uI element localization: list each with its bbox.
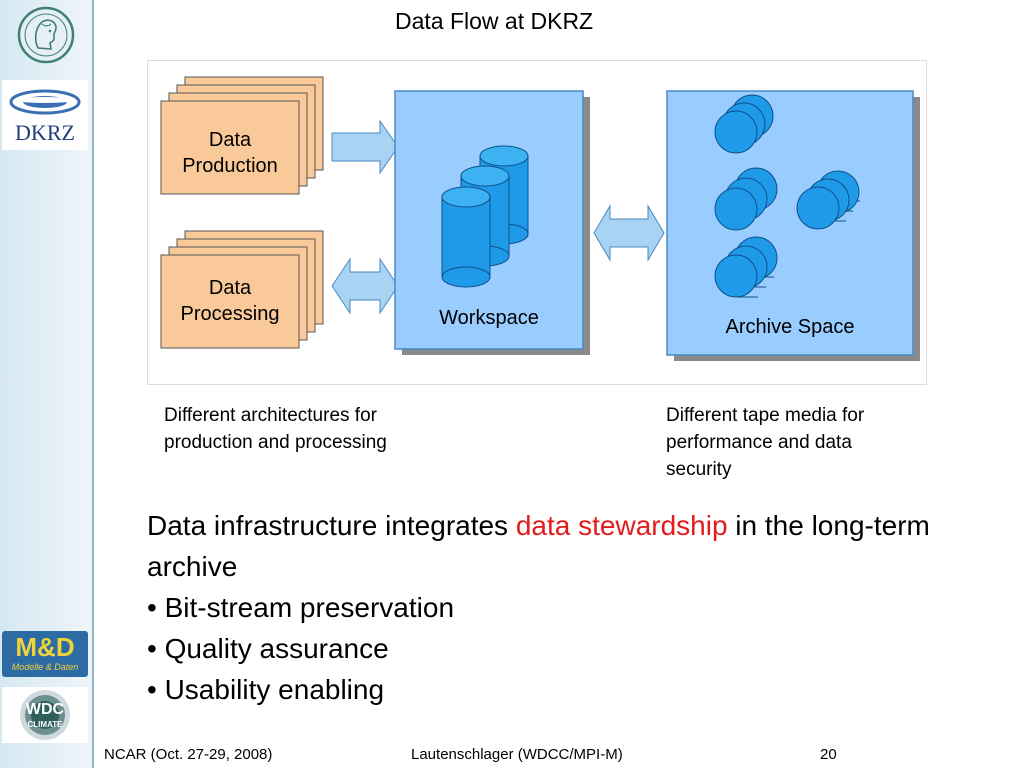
- archive-double-arrow: [593, 204, 665, 262]
- md-logo-subtext: Modelle & Daten: [11, 662, 79, 672]
- intro-paragraph: Data infrastructure integrates data stew…: [147, 505, 977, 587]
- data-processing-stack: [160, 230, 324, 349]
- left-caption-line2: production and processing: [164, 432, 387, 453]
- data-processing-line2: Processing: [180, 303, 280, 325]
- right-caption: Different tape media for performance and…: [666, 402, 864, 483]
- bullet-item: • Usability enabling: [147, 674, 385, 705]
- workspace-disk-cylinders: [441, 145, 529, 288]
- data-stewardship-highlight: data stewardship: [515, 510, 728, 541]
- workspace-label: Workspace: [439, 307, 539, 329]
- archive-panel: [666, 90, 914, 356]
- processing-arrow: [331, 257, 399, 315]
- data-production-line1: Data: [208, 129, 252, 151]
- tape-media-group-2: [714, 167, 778, 231]
- data-production-stack: [160, 76, 324, 195]
- data-flow-diagram: Data Production Data Processing Workspac…: [147, 60, 927, 385]
- footer-left: NCAR (Oct. 27-29, 2008): [104, 746, 273, 763]
- data-processing-label: Data Processing: [161, 275, 299, 327]
- data-processing-line1: Data: [208, 277, 252, 299]
- body-text: Data infrastructure integrates data stew…: [147, 505, 977, 710]
- dkrz-logo-text: DKRZ: [15, 120, 75, 145]
- archive-space-label: Archive Space: [725, 316, 855, 338]
- sidebar: DKRZ M&D Modelle & Daten WDC CLIMATE: [0, 0, 94, 768]
- footer-center: Lautenschlager (WDCC/MPI-M): [411, 746, 623, 763]
- wdc-climate-logo: WDC CLIMATE: [2, 687, 88, 743]
- production-arrow: [331, 119, 399, 175]
- tape-media-group-4: [714, 236, 778, 298]
- intro-text-part2: in the long-term archive: [147, 510, 930, 582]
- left-caption-line1: Different architectures for: [164, 405, 377, 426]
- wdc-logo-subtext: CLIMATE: [27, 720, 63, 729]
- right-caption-line2: performance and data: [666, 432, 852, 453]
- right-caption-line3: security: [666, 459, 732, 480]
- max-planck-logo: [4, 4, 88, 71]
- diagram-canvas: [160, 76, 920, 361]
- data-production-line2: Production: [182, 155, 278, 177]
- md-logo-text: M&D: [15, 632, 75, 662]
- md-logo: M&D Modelle & Daten: [2, 631, 88, 677]
- bullet-item: • Quality assurance: [147, 633, 389, 664]
- tape-media-group-1: [714, 94, 774, 154]
- wdc-logo-text: WDC: [25, 701, 65, 718]
- intro-text-part1: Data infrastructure integrates: [147, 510, 516, 541]
- slide-title: Data Flow at DKRZ: [395, 8, 594, 34]
- tape-media-group-3: [796, 170, 860, 230]
- page-number: 20: [820, 746, 837, 763]
- dkrz-logo: DKRZ: [2, 80, 88, 150]
- bullet-item: • Bit-stream preservation: [147, 592, 455, 623]
- right-caption-line1: Different tape media for: [666, 405, 865, 426]
- left-caption: Different architectures for production a…: [164, 402, 387, 456]
- data-production-label: Data Production: [161, 127, 299, 179]
